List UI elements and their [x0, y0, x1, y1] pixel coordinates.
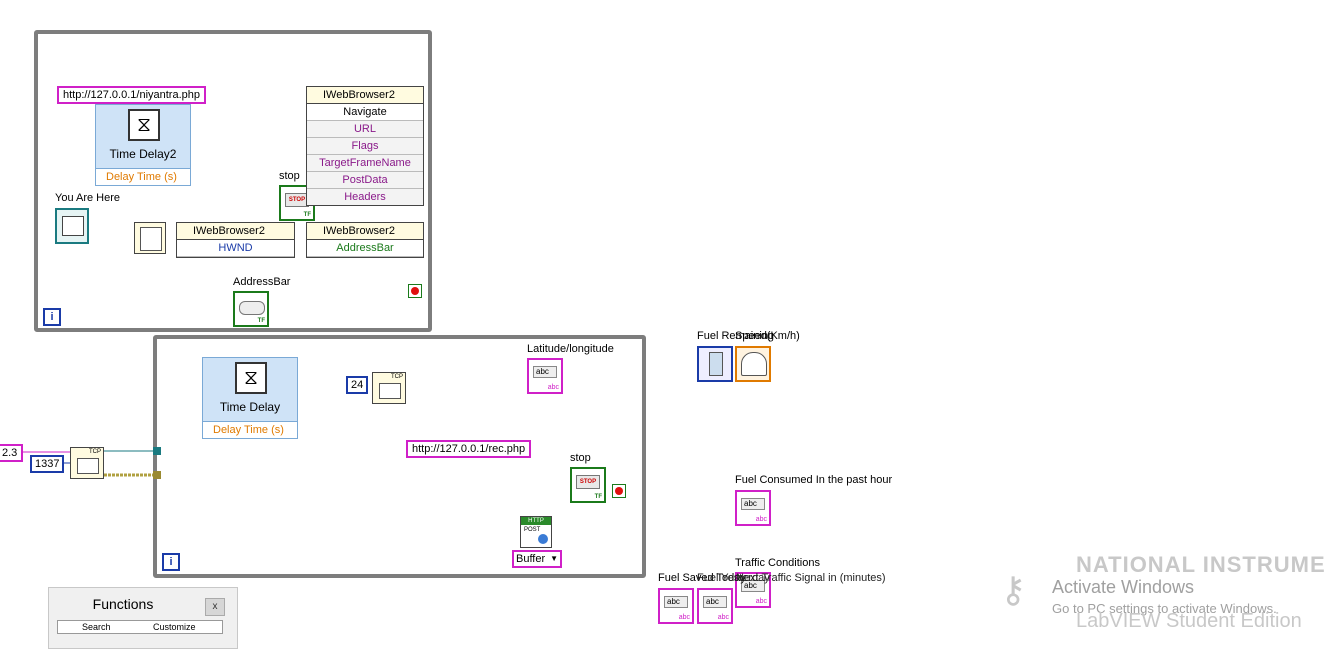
tunnel-refnum	[153, 447, 161, 455]
traffic-conditions-tag: abc	[755, 598, 767, 605]
next-traffic-signal-label: Next Traffic Signal in (minutes)	[736, 572, 886, 584]
tcp-read-tag: TCP	[391, 374, 403, 380]
fuel-yesterday-tag: abc	[717, 614, 729, 621]
search-button[interactable]: Search	[82, 622, 111, 632]
tcp-open-tag: TCP	[89, 449, 101, 455]
fuel-yesterday-indicator[interactable]: abc abc	[697, 588, 733, 624]
customize-button[interactable]: Customize	[153, 622, 196, 632]
latlong-indicator[interactable]: abc abc	[527, 358, 563, 394]
property-node-hwnd-class: IWebBrowser2	[177, 223, 294, 240]
fuel-consumed-label: Fuel Consumed In the past hour	[735, 474, 893, 486]
loop-1-iteration-terminal[interactable]: i	[43, 308, 61, 326]
loop-1-stop-condition[interactable]	[408, 284, 422, 298]
activate-windows-sub: Go to PC settings to activate Windows.	[1052, 601, 1277, 616]
ni-logo: ⚷	[1000, 569, 1027, 610]
ni-brand-text: NATIONAL INSTRUMENTS	[1076, 552, 1327, 577]
tank-icon	[709, 352, 723, 376]
refnum-icon	[140, 227, 162, 251]
close-icon[interactable]: x	[205, 598, 225, 616]
delay-time-input[interactable]: Delay Time (s)	[96, 168, 190, 185]
invoke-param-flags[interactable]: Flags	[307, 138, 423, 155]
property-node-addressbar-class: IWebBrowser2	[307, 223, 423, 240]
fuel-saved-today-indicator[interactable]: abc abc	[658, 588, 694, 624]
stop-label-1: stop	[279, 170, 300, 182]
hourglass-icon: ⧖	[128, 109, 160, 141]
fuel-remaining-label: Fuel Remaining	[697, 330, 775, 342]
invoke-param-headers[interactable]: Headers	[307, 189, 423, 205]
activate-windows-title: Activate Windows	[1052, 577, 1195, 597]
chevron-down-icon: ▼	[550, 554, 558, 563]
invoke-param-target-frame[interactable]: TargetFrameName	[307, 155, 423, 172]
speed-label: Speed(Km/h)	[735, 330, 800, 342]
property-node-hwnd[interactable]: IWebBrowser2 HWND	[176, 222, 295, 258]
functions-palette-title: Functions	[92, 596, 154, 612]
http-post-node[interactable]: HTTP POST	[520, 516, 552, 548]
time-delay-2-title: Time Delay2	[109, 147, 177, 161]
hourglass-icon: ⧖	[235, 362, 267, 394]
url-constant-rec[interactable]: http://127.0.0.1/rec.php	[406, 440, 532, 458]
addressbar-label: AddressBar	[233, 276, 291, 288]
functions-palette[interactable]: Functions x Search Customize	[48, 587, 238, 649]
invoke-node-class: IWebBrowser2	[307, 87, 423, 104]
tcp-read-icon	[379, 383, 401, 399]
globe-icon	[538, 534, 548, 544]
fuel-yesterday-face: abc	[703, 596, 727, 608]
invoke-param-url[interactable]: URL	[307, 121, 423, 138]
you-are-here-label: You Are Here	[55, 192, 121, 204]
latlong-indicator-face: abc	[533, 366, 557, 378]
invoke-node-navigate[interactable]: IWebBrowser2 Navigate URL Flags TargetFr…	[306, 86, 424, 206]
container-icon	[62, 216, 84, 236]
fuel-consumed-face: abc	[741, 498, 765, 510]
you-are-here-control[interactable]	[55, 208, 89, 244]
buffer-selector[interactable]: Buffer ▼	[512, 550, 562, 568]
fuel-consumed-indicator[interactable]: abc abc	[735, 490, 771, 526]
labview-edition: LabVIEW Student Edition	[1076, 610, 1302, 632]
automation-refnum-convert-node[interactable]	[134, 222, 166, 254]
property-node-addressbar[interactable]: IWebBrowser2 AddressBar	[306, 222, 424, 258]
loop-2-stop-condition[interactable]	[612, 484, 626, 498]
loop-2-iteration-terminal[interactable]: i	[162, 553, 180, 571]
tcp-open-icon	[77, 458, 99, 474]
fuel-consumed-tag: abc	[755, 516, 767, 523]
fuel-yesterday-label: Fuel Yesterday	[697, 572, 770, 584]
speed-indicator[interactable]	[735, 346, 771, 382]
property-addressbar[interactable]: AddressBar	[307, 240, 423, 257]
invoke-method-navigate[interactable]: Navigate	[307, 104, 423, 121]
url-constant-niyantra[interactable]: http://127.0.0.1/niyantra.php	[57, 86, 206, 104]
stop-label-2: stop	[570, 452, 591, 464]
addressbar-control[interactable]: TF	[233, 291, 269, 327]
fuel-remaining-indicator[interactable]	[697, 346, 733, 382]
invoke-param-post-data[interactable]: PostData	[307, 172, 423, 189]
toggle-switch-icon	[239, 301, 265, 315]
stop-button-2[interactable]: STOP TF	[570, 467, 606, 503]
stop-button-2-face: STOP	[576, 475, 600, 489]
latlong-indicator-tag: abc	[547, 384, 559, 391]
traffic-conditions-indicator[interactable]: abc abc	[735, 572, 771, 608]
post-tag: POST	[524, 527, 541, 533]
fuel-saved-today-label: Fuel Saved Today	[658, 572, 746, 584]
time-delay-express-vi[interactable]: ⧖ Time Delay Delay Time (s)	[202, 357, 298, 439]
numeric-constant-24[interactable]: 24	[346, 376, 369, 394]
latlong-label: Latitude/longitude	[527, 343, 614, 355]
traffic-conditions-label: Traffic Conditions	[735, 557, 820, 569]
buffer-selector-label: Buffer	[516, 553, 546, 565]
tcp-open-connection-node[interactable]: TCP	[70, 447, 104, 479]
gauge-icon	[741, 352, 767, 376]
tcp-read-node[interactable]: TCP	[372, 372, 406, 404]
addressbar-tf: TF	[257, 318, 265, 324]
numeric-string-constant-edge[interactable]: 2.3	[0, 444, 24, 462]
http-tag: HTTP	[521, 517, 551, 525]
fuel-saved-today-face: abc	[664, 596, 688, 608]
time-delay-title: Time Delay	[219, 400, 281, 414]
numeric-constant-1337[interactable]: 1337	[30, 455, 65, 473]
property-hwnd[interactable]: HWND	[177, 240, 294, 257]
stop-button-2-tf: TF	[594, 494, 602, 500]
tunnel-error	[153, 471, 161, 479]
delay-time-input[interactable]: Delay Time (s)	[203, 421, 297, 438]
time-delay-2-express-vi[interactable]: ⧖ Time Delay2 Delay Time (s)	[95, 104, 191, 186]
traffic-conditions-face: abc	[741, 580, 765, 592]
fuel-saved-today-tag: abc	[678, 614, 690, 621]
functions-palette-toolbar: Search Customize	[57, 620, 223, 634]
stop-button-1-tf: TF	[303, 212, 311, 218]
